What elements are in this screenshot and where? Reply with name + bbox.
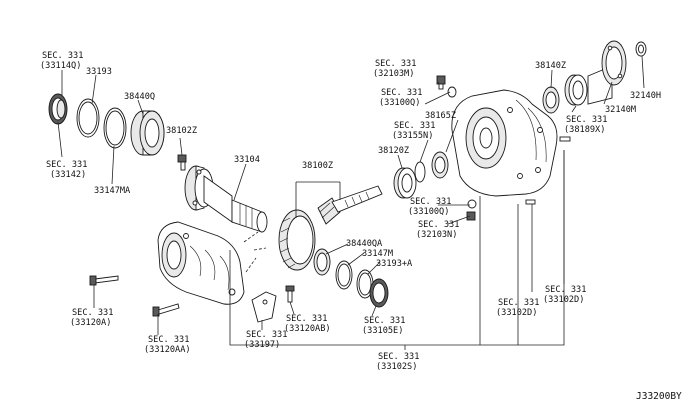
label-33147ma[interactable]: 33147MA: [94, 186, 131, 196]
label-sec33197-1[interactable]: SEC. 331: [246, 330, 287, 340]
companion-flange-32140m[interactable]: [587, 40, 627, 105]
label-33147m[interactable]: 33147M: [362, 249, 393, 259]
bolt-33120a[interactable]: [89, 275, 119, 286]
label-sec33100q-top-2[interactable]: (33100Q): [379, 98, 420, 108]
label-sec33197-2[interactable]: (33197): [244, 340, 280, 350]
shim-33147ma[interactable]: [103, 107, 127, 149]
plug-32103n[interactable]: [466, 211, 476, 221]
label-38100z[interactable]: 38100Z: [302, 161, 333, 171]
label-sec32103m-1[interactable]: SEC. 331: [375, 59, 416, 69]
washer-33100q-mid[interactable]: [467, 199, 477, 209]
drive-pinion[interactable]: [317, 185, 383, 225]
label-sec33102s-2[interactable]: (33102S): [376, 362, 417, 372]
bearing-38440qa[interactable]: [313, 248, 331, 276]
flange-shaft-33104[interactable]: [184, 165, 268, 233]
label-sec33120ab-1[interactable]: SEC. 331: [286, 314, 327, 324]
plug-32103m[interactable]: [436, 75, 446, 90]
label-32140h[interactable]: 32140H: [630, 91, 661, 101]
part-labels: SEC. 331 (33114Q) 33193 38440Q 38102Z 33…: [40, 51, 682, 402]
label-sec32103n-1[interactable]: SEC. 331: [418, 220, 459, 230]
label-38165z[interactable]: 38165Z: [425, 111, 456, 121]
label-33193[interactable]: 33193: [86, 67, 112, 77]
bearing-38140z[interactable]: [542, 86, 560, 114]
label-sec33105e-1[interactable]: SEC. 331: [364, 316, 405, 326]
washer-33100q-top[interactable]: [447, 86, 457, 98]
spacer-33155n[interactable]: [414, 161, 426, 183]
label-sec33100q-top-1[interactable]: SEC. 331: [381, 88, 422, 98]
diagram-code: J33200BY: [636, 391, 682, 402]
bolt-38102z[interactable]: [177, 154, 187, 171]
label-sec33102d-b-2[interactable]: (33102D): [543, 295, 584, 305]
label-38440q[interactable]: 38440Q: [124, 92, 155, 102]
label-38140z[interactable]: 38140Z: [535, 61, 566, 71]
label-sec33100q-mid-1[interactable]: SEC. 331: [410, 197, 451, 207]
snap-ring-33193[interactable]: [76, 98, 100, 138]
transfer-housing[interactable]: [451, 89, 571, 205]
label-32140m[interactable]: 32140M: [605, 105, 636, 115]
bracket-33197[interactable]: [251, 291, 277, 323]
bearing-38165z[interactable]: [431, 151, 449, 179]
label-sec33102s-1[interactable]: SEC. 331: [378, 352, 419, 362]
label-sec32103m-2[interactable]: (32103M): [373, 69, 414, 79]
label-sec33155n-1[interactable]: SEC. 331: [394, 121, 435, 131]
label-sec33120aa-2[interactable]: (33120AA): [144, 345, 191, 355]
label-sec33142-1[interactable]: SEC. 331: [46, 160, 87, 170]
label-sec38189x-2[interactable]: (38189X): [564, 125, 605, 135]
label-38120z[interactable]: 38120Z: [378, 146, 409, 156]
bolt-33120aa[interactable]: [152, 303, 180, 317]
label-sec33120ab-2[interactable]: (33120AB): [284, 324, 331, 334]
label-sec33142-2[interactable]: (33142): [50, 170, 86, 180]
label-sec33114q-1[interactable]: SEC. 331: [42, 51, 83, 61]
seal-38189x[interactable]: [564, 74, 588, 106]
label-sec38189x-1[interactable]: SEC. 331: [566, 115, 607, 125]
label-38440qa[interactable]: 38440QA: [346, 239, 383, 249]
bearing-38120z[interactable]: [393, 167, 417, 199]
label-sec32103n-2[interactable]: (32103N): [416, 230, 457, 240]
label-sec33120a-1[interactable]: SEC. 331: [72, 308, 113, 318]
label-sec33120a-2[interactable]: (33120A): [70, 318, 111, 328]
oil-seal-left[interactable]: [48, 93, 68, 125]
label-sec33105e-2[interactable]: (33105E): [362, 326, 403, 336]
bearing-38440q[interactable]: [130, 110, 165, 156]
label-sec33102d-a-1[interactable]: SEC. 331: [498, 298, 539, 308]
label-sec33100q-mid-2[interactable]: (33100Q): [408, 207, 449, 217]
label-33193a[interactable]: 33193+A: [376, 259, 413, 269]
bolt-33120ab[interactable]: [285, 285, 295, 303]
oil-seal-33105e[interactable]: [369, 278, 389, 308]
label-sec33155n-2[interactable]: (33155N): [392, 131, 433, 141]
label-sec33120aa-1[interactable]: SEC. 331: [148, 335, 189, 345]
shim-33147m[interactable]: [335, 260, 353, 290]
ring-gear-38100z[interactable]: [278, 209, 316, 271]
nut-32140h[interactable]: [635, 41, 647, 57]
differential-case[interactable]: [157, 221, 245, 305]
label-sec33102d-b-1[interactable]: SEC. 331: [545, 285, 586, 295]
label-33104[interactable]: 33104: [234, 155, 260, 165]
label-sec33102d-a-2[interactable]: (33102D): [496, 308, 537, 318]
label-38102z[interactable]: 38102Z: [166, 126, 197, 136]
label-sec33114q-2[interactable]: (33114Q): [40, 61, 81, 71]
leader-lines: [57, 55, 645, 350]
